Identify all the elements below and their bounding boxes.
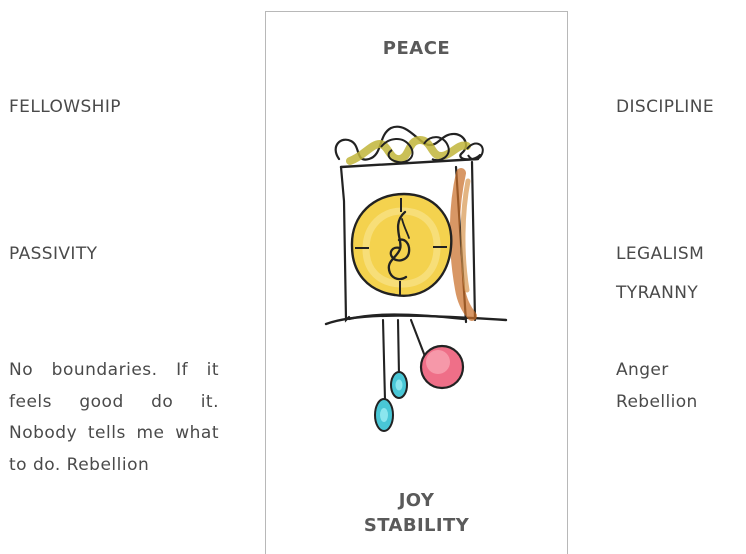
center-top-title: PEACE (382, 38, 451, 59)
right-description-line: Anger (616, 360, 669, 380)
left-middle-label: PASSIVITY (9, 244, 98, 264)
left-description-text: No boundaries. If it feels good do it. N… (9, 360, 219, 475)
cuckoo-clock-icon (324, 125, 508, 432)
right-description-block: Anger Rebellion (616, 355, 698, 418)
right-top-label: DISCIPLINE (616, 97, 714, 117)
center-panel: PEACE (265, 11, 568, 554)
right-description-line: Rebellion (616, 391, 698, 412)
center-bottom-line-1: JOY (398, 490, 435, 511)
right-middle-label-2: TYRANNY (616, 283, 699, 303)
left-top-label: FELLOWSHIP (9, 97, 121, 117)
center-bottom-line-2: STABILITY (363, 515, 470, 536)
right-middle-label-1: LEGALISM (616, 244, 705, 264)
